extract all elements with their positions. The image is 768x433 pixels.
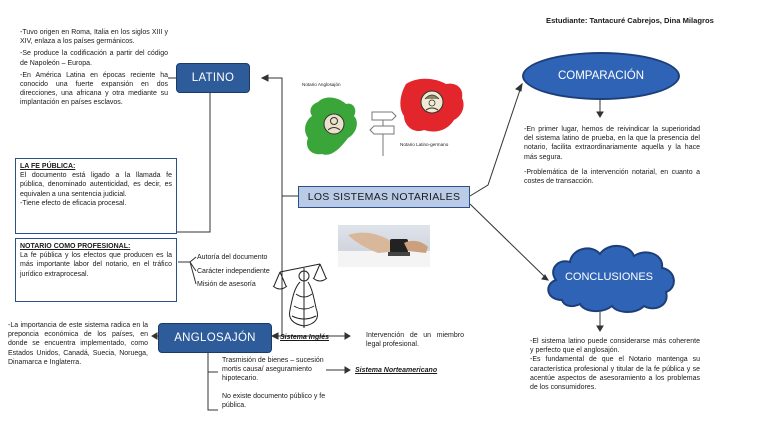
stamp-photo xyxy=(338,225,430,267)
sistema-ingles-desc: Intervención de un miembro legal profesi… xyxy=(366,332,464,349)
conclusiones-points: -El sistema latino puede considerarse má… xyxy=(530,337,700,392)
fe-publica-heading: LA FE PÚBLICA: xyxy=(20,163,76,170)
latino-note-1: -Tuvo origen en Roma, Italia en los sigl… xyxy=(20,29,168,46)
connector-center-conclusiones xyxy=(469,203,549,281)
fe-publica-body: El documento está ligado a la llamada fe… xyxy=(20,172,172,198)
sistema-ingles-label: Sistema Inglés xyxy=(280,334,330,341)
latino-note-2: -Se produce la codificación a partir del… xyxy=(20,50,168,67)
connector-center-latino xyxy=(262,77,300,197)
latino-notes: -Tuvo origen en Roma, Italia en los sigl… xyxy=(20,28,168,108)
anglosajon-item-1: Trasmisión de bienes – sucesión mortis c… xyxy=(222,357,324,383)
latino-item-1: Autoría del documento xyxy=(197,254,268,261)
latino-note-3: -En América Latina en épocas reciente ha… xyxy=(20,71,168,107)
notario-profesional-body: La fe pública y los efectos que producen… xyxy=(20,252,172,278)
comparacion-node: COMPARACIÓN xyxy=(522,52,680,100)
conclusiones-node: CONCLUSIONES xyxy=(540,240,678,314)
fe-publica-box: LA FE PÚBLICA: El documento está ligado … xyxy=(15,158,177,234)
latino-item-3: Misión de asesoría xyxy=(197,281,256,288)
fe-publica-extra: -Tiene efecto de eficacia procesal. xyxy=(20,199,127,207)
anglosajon-note: -La importancia de este sistema radica e… xyxy=(8,322,148,366)
comparacion-points: -En primer lugar, hemos de reivindicar l… xyxy=(524,125,700,186)
latino-item-2: Carácter independiente xyxy=(197,268,270,275)
connector-latino-fe xyxy=(176,92,211,233)
signpost-icon xyxy=(369,111,397,156)
center-title: LOS SISTEMAS NOTARIALES xyxy=(298,186,470,208)
map-label-right: Notario Latino-germano xyxy=(400,142,449,147)
latino-node: LATINO xyxy=(176,63,250,93)
conclusiones-point-1: -El sistema latino puede considerarse má… xyxy=(530,338,700,355)
connector-center-comparacion xyxy=(469,83,523,197)
sistema-norteamericano-label: Sistema Norteamericano xyxy=(355,367,438,374)
anglosajon-node: ANGLOSAJÓN xyxy=(158,323,272,353)
anglosajon-item-2: No existe documento público y fe pública… xyxy=(222,393,326,410)
cloud-shape xyxy=(547,245,675,313)
comparacion-point-1: -En primer lugar, hemos de reivindicar l… xyxy=(524,126,700,161)
notario-profesional-box: NOTARIO COMO PROFESIONAL: La fe pública … xyxy=(15,238,177,302)
justice-statue-illustration xyxy=(270,254,340,330)
notario-profesional-heading: NOTARIO COMO PROFESIONAL: xyxy=(20,243,131,250)
map-label-left: Notario Anglosajón xyxy=(302,82,341,87)
conclusiones-title: CONCLUSIONES xyxy=(564,271,654,283)
map-illustration: Notario Anglosajón Notario Latino-german… xyxy=(296,72,472,172)
comparacion-point-2: -Problemática de la intervención notaria… xyxy=(524,168,700,186)
conclusiones-point-2: -Es fundamental de que el Notario manten… xyxy=(530,356,700,392)
student-name: Estudiante: Tantacuré Cabrejos, Dina Mil… xyxy=(546,16,714,25)
